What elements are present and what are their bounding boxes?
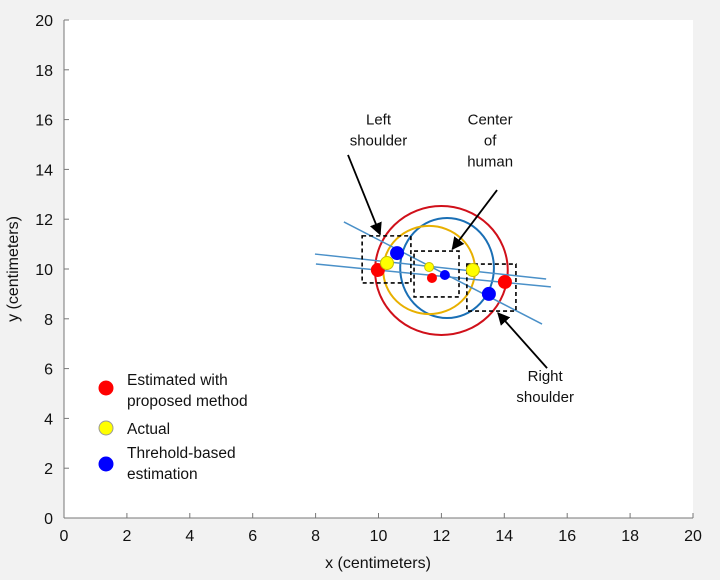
data-point <box>481 286 496 301</box>
data-point <box>497 274 512 289</box>
legend-label: Threhold-based <box>127 445 236 462</box>
x-tick-label: 0 <box>60 528 69 545</box>
y-tick-label: 14 <box>35 162 53 179</box>
x-tick-label: 8 <box>311 528 320 545</box>
data-point <box>379 256 394 271</box>
x-tick-label: 10 <box>370 528 388 545</box>
data-point <box>439 269 450 280</box>
y-tick-label: 20 <box>35 13 53 30</box>
left-shoulder-annotation-text: Left <box>366 112 392 129</box>
left-shoulder-box <box>361 235 412 284</box>
x-tick-label: 20 <box>684 528 702 545</box>
y-tick-label: 18 <box>35 63 53 80</box>
y-tick-label: 4 <box>44 411 53 428</box>
x-tick-label: 12 <box>433 528 451 545</box>
center-box <box>413 250 460 298</box>
y-tick-label: 8 <box>44 312 53 329</box>
center-annotation-arrow <box>451 189 498 251</box>
x-tick-label: 4 <box>185 528 194 545</box>
y-tick-label: 0 <box>44 511 53 528</box>
center-annotation-text: human <box>467 154 513 171</box>
y-tick-label: 6 <box>44 362 53 379</box>
threshold-circle <box>399 216 495 320</box>
legend-marker <box>98 456 114 472</box>
x-tick-label: 18 <box>621 528 639 545</box>
legend-label: proposed method <box>127 393 248 410</box>
legend-label: estimation <box>127 466 198 483</box>
right-shoulder-annotation-text: shoulder <box>516 389 574 406</box>
right-shoulder-annotation-arrow <box>497 312 548 369</box>
right-shoulder-annotation-text: Right <box>528 368 564 385</box>
y-tick-label: 2 <box>44 461 53 478</box>
x-axis-label: x (centimeters) <box>325 555 431 572</box>
y-tick-label: 12 <box>35 212 53 229</box>
data-point <box>465 262 480 277</box>
legend-marker <box>98 420 114 436</box>
legend: Estimated with proposed methodActualThreh… <box>98 372 248 483</box>
y-tick-label: 10 <box>35 262 53 279</box>
center-annotation-text: of <box>484 133 497 150</box>
left-shoulder-annotation-arrow <box>347 154 382 236</box>
x-tick-label: 2 <box>122 528 131 545</box>
x-tick-label: 6 <box>248 528 257 545</box>
y-axis-label: y (centimeters) <box>5 216 22 322</box>
left-shoulder-annotation-text: shoulder <box>350 133 408 150</box>
x-tick-label: 16 <box>558 528 576 545</box>
data-point <box>390 246 405 261</box>
center-annotation-text: Center <box>468 112 513 129</box>
ticks-layer: 0 2 4 6 8 10 12 14 16 18 20 0 2 4 6 8 10 12 14 16 18 20 <box>35 13 702 545</box>
data-point <box>426 272 437 283</box>
right-shoulder-box <box>466 263 517 312</box>
data-point <box>424 262 435 273</box>
legend-marker <box>98 380 114 396</box>
legend-label: Actual <box>127 421 170 438</box>
legend-label: Estimated with <box>127 372 228 389</box>
x-tick-label: 14 <box>495 528 513 545</box>
y-tick-label: 16 <box>35 113 53 130</box>
